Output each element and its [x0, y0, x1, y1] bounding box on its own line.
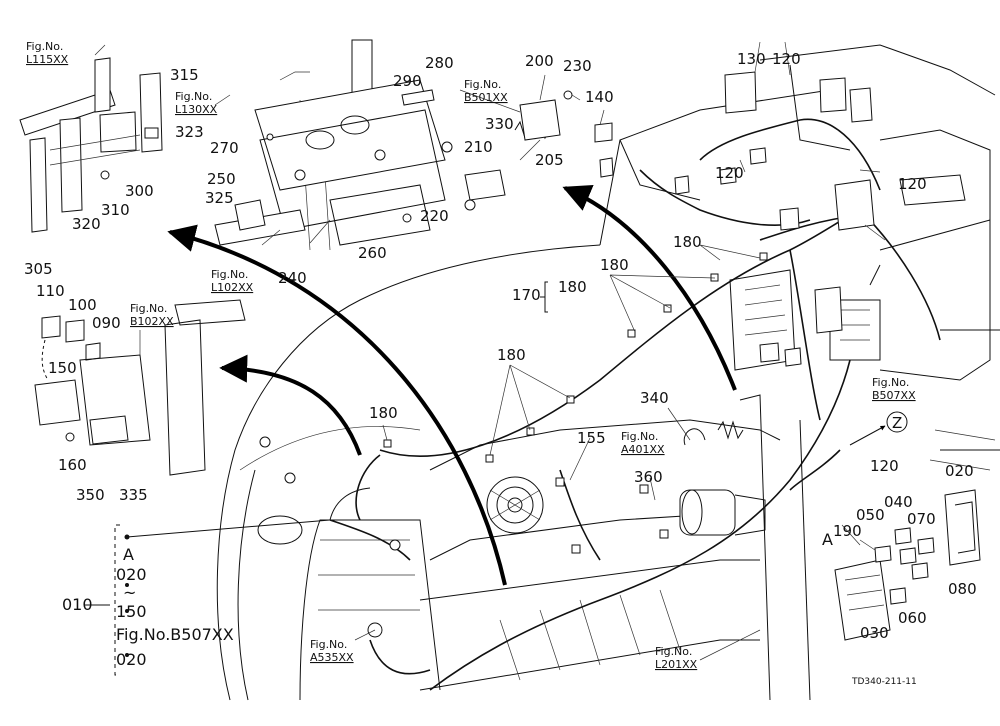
fig-ref-b507-code: B507XX	[872, 389, 916, 402]
part-180-bracket: 180	[558, 278, 587, 296]
part-270: 270	[210, 139, 239, 157]
part-090: 090	[92, 314, 121, 332]
bracket-170	[540, 281, 548, 313]
part-350: 350	[76, 486, 105, 504]
part-100: 100	[68, 296, 97, 314]
legend: 010 A 020 ~ 150 Fig.No.B507XX 020	[62, 545, 234, 669]
fig-ref-a535-code: A535XX	[310, 651, 354, 664]
part-180-lower: 180	[497, 346, 526, 364]
part-240: 240	[278, 269, 307, 287]
view-z-circle	[886, 411, 908, 433]
part-130: 130	[737, 50, 766, 68]
part-180-center: 180	[600, 256, 629, 274]
legend-last: 020	[116, 650, 147, 669]
fig-ref-l102-code: L102XX	[211, 281, 254, 294]
part-340: 340	[640, 389, 669, 407]
part-280: 280	[425, 54, 454, 72]
fig-ref-b102-label: Fig.No.	[130, 302, 167, 315]
part-200: 200	[525, 52, 554, 70]
harness-clips	[259, 252, 768, 638]
part-060: 060	[898, 609, 927, 627]
fig-ref-b501-label: Fig.No.	[464, 78, 501, 91]
part-360: 360	[634, 468, 663, 486]
fig-ref-a401-code: A401XX	[621, 443, 665, 456]
part-290: 290	[393, 72, 422, 90]
part-210: 210	[464, 138, 493, 156]
part-120-right: 120	[898, 175, 927, 193]
part-155: 155	[577, 429, 606, 447]
diagram-code: TD340-211-11	[851, 677, 917, 687]
fig-ref-l130-label: Fig.No.	[175, 90, 212, 103]
part-300: 300	[125, 182, 154, 200]
legend-a-mark: A	[123, 545, 134, 564]
part-160: 160	[58, 456, 87, 474]
callout-arrows	[167, 185, 886, 586]
part-180-left: 180	[369, 404, 398, 422]
part-205: 205	[535, 151, 564, 169]
part-315: 315	[170, 66, 199, 84]
fig-ref-b507-label: Fig.No.	[872, 376, 909, 389]
fig-ref-l130-code: L130XX	[175, 103, 218, 116]
fig-ref-a535-label: Fig.No.	[310, 638, 347, 651]
part-140: 140	[585, 88, 614, 106]
relay-group-left	[34, 299, 246, 476]
fig-ref-b501-code: B501XX	[464, 91, 508, 104]
leader-lines	[94, 41, 886, 661]
fig-ref-l102-label: Fig.No.	[211, 268, 248, 281]
part-150: 150	[48, 359, 77, 377]
part-335: 335	[119, 486, 148, 504]
legend-to: 150	[116, 602, 147, 621]
view-mark-z: Z	[892, 414, 902, 432]
fuse-box-detail	[834, 489, 981, 641]
legend-tilde: ~	[123, 583, 136, 602]
part-080: 080	[948, 580, 977, 598]
part-180-upper: 180	[673, 233, 702, 251]
part-310: 310	[101, 201, 130, 219]
part-330: 330	[485, 115, 514, 133]
part-120-top: 120	[772, 50, 801, 68]
fig-ref-labels: Fig.No. L115XX Fig.No. L130XX Fig.No. B5…	[26, 40, 916, 671]
coil-springs	[514, 120, 744, 440]
part-323: 323	[175, 123, 204, 141]
part-030: 030	[860, 624, 889, 642]
part-170: 170	[512, 286, 541, 304]
part-250: 250	[207, 170, 236, 188]
exploded-parts-top-left	[19, 57, 613, 246]
part-number-labels: 315 323 300 310 320 305 290 280 270 250 …	[24, 50, 977, 642]
part-190: 190	[833, 522, 862, 540]
part-220: 220	[420, 207, 449, 225]
part-230: 230	[563, 57, 592, 75]
part-325: 325	[205, 189, 234, 207]
part-070: 070	[907, 510, 936, 528]
view-marks: A Z	[822, 411, 908, 549]
part-120-mid: 120	[715, 164, 744, 182]
fig-ref-l115-code: L115XX	[26, 53, 69, 66]
upper-right-detail	[599, 71, 881, 367]
part-120-bottom: 120	[870, 457, 899, 475]
view-mark-a-detail: A	[822, 530, 833, 549]
part-020-right: 020	[945, 462, 974, 480]
fig-ref-l115-label: Fig.No.	[26, 40, 63, 53]
legend-from: 020	[116, 565, 147, 584]
alternator	[486, 476, 544, 534]
fig-ref-a401-label: Fig.No.	[621, 430, 658, 443]
legend-bracket	[85, 519, 331, 676]
part-040: 040	[884, 493, 913, 511]
fig-ref-b102-code: B102XX	[130, 315, 174, 328]
fig-ref-l201-label: Fig.No.	[655, 645, 692, 658]
part-305: 305	[24, 260, 53, 278]
part-260: 260	[358, 244, 387, 262]
part-110: 110	[36, 282, 65, 300]
fig-ref-l201-code: L201XX	[655, 658, 698, 671]
part-320: 320	[72, 215, 101, 233]
starter-motor	[679, 489, 766, 536]
legend-group-no: 010	[62, 595, 93, 614]
main-harness	[329, 118, 941, 691]
legend-fig-ref: Fig.No.B507XX	[116, 625, 234, 644]
part-050: 050	[856, 506, 885, 524]
